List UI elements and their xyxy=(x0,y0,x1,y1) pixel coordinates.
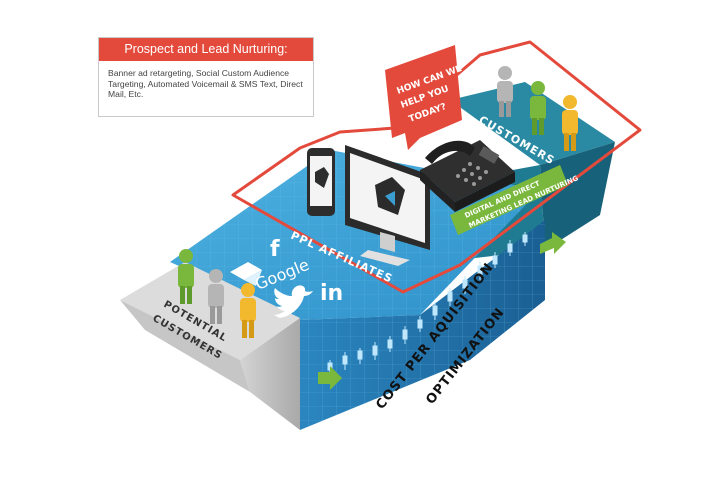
person-icon xyxy=(178,249,194,304)
callout-title: Prospect and Lead Nurturing: xyxy=(99,38,313,61)
nurturing-zone-outline xyxy=(231,40,642,294)
person-icon xyxy=(530,81,546,135)
callout-body: Banner ad retargeting, Social Custom Aud… xyxy=(108,68,303,100)
arrow-icon xyxy=(540,232,566,254)
linkedin-icon: in xyxy=(320,281,343,306)
person-icon xyxy=(562,95,578,151)
facebook-icon: f xyxy=(270,237,280,262)
person-icon xyxy=(240,283,256,338)
speech-bubble: HOW CAN WE HELP YOU TODAY? xyxy=(385,45,463,150)
person-icon xyxy=(497,66,513,117)
digital-marketing-ribbon xyxy=(450,165,568,235)
phone-icon xyxy=(420,140,515,212)
person-icon xyxy=(208,269,224,324)
prospect-callout: Prospect and Lead Nurturing: Banner ad r… xyxy=(98,37,314,117)
twitter-icon xyxy=(274,285,313,318)
potential-block-front xyxy=(120,300,250,392)
arrow-icon xyxy=(318,366,342,390)
paper-plane-icon xyxy=(230,262,262,286)
potential-block-side xyxy=(240,318,300,430)
monitor-icon xyxy=(345,145,430,266)
smartphone-icon xyxy=(307,148,335,216)
candlestick-chart xyxy=(327,232,528,374)
